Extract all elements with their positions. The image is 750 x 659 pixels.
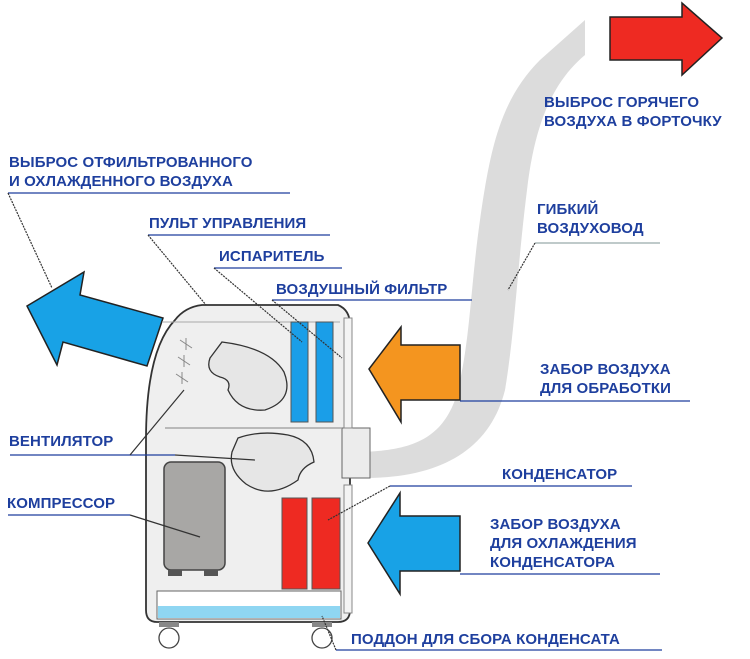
duct-connector (341, 427, 371, 479)
cool-exhaust-arrow (26, 270, 164, 368)
intake-condenser-arrow (367, 490, 461, 597)
label-intake-condenser: ЗАБОР ВОЗДУХА ДЛЯ ОХЛАЖДЕНИЯ КОНДЕНСАТОР… (490, 515, 637, 572)
condensate-water (158, 606, 340, 618)
intake-processing-arrow (368, 324, 461, 425)
lower-fan (230, 432, 315, 492)
label-intake-processing: ЗАБОР ВОЗДУХА ДЛЯ ОБРАБОТКИ (540, 360, 671, 398)
label-condensate-tray: ПОДДОН ДЛЯ СБОРА КОНДЕНСАТА (351, 631, 620, 648)
upper-fan (208, 341, 288, 411)
label-air-filter: ВОЗДУШНЫЙ ФИЛЬТР (276, 281, 448, 298)
label-compressor: КОМПРЕССОР (7, 495, 116, 512)
control-panel (175, 338, 193, 384)
hot-exhaust-arrow (609, 1, 724, 77)
label-line: ВОЗДУХА В ФОРТОЧКУ (544, 113, 722, 130)
label-line: ВЫБРОС ГОРЯЧЕГО (544, 94, 700, 111)
label-flexible-duct: ГИБКИЙ ВОЗДУХОВОД (537, 200, 644, 238)
label-control-panel: ПУЛЬТ УПРАВЛЕНИЯ (149, 215, 307, 232)
label-line: ВОЗДУХОВОД (537, 220, 644, 237)
wheel-right (311, 627, 333, 649)
label-line: ВЫБРОС ОТФИЛЬТРОВАННОГО (9, 154, 253, 171)
label-line: ЗАБОР ВОЗДУХА (490, 516, 621, 533)
label-line: КОНДЕНСАТОРА (490, 554, 615, 571)
evaporator-coil-2 (315, 321, 334, 423)
label-line: ДЛЯ ОХЛАЖДЕНИЯ (490, 535, 637, 552)
label-line: ДЛЯ ОБРАБОТКИ (540, 380, 671, 397)
compressor (163, 461, 226, 571)
wheel-left (158, 627, 180, 649)
label-cool-exhaust: ВЫБРОС ОТФИЛЬТРОВАННОГО И ОХЛАЖДЕННОГО В… (9, 153, 253, 191)
label-line: ЗАБОР ВОЗДУХА (540, 361, 671, 378)
evaporator-coil-1 (290, 321, 309, 423)
leader-lines (7, 192, 690, 651)
label-line: И ОХЛАЖДЕННОГО ВОЗДУХА (9, 173, 233, 190)
flexible-duct (352, 20, 585, 478)
condenser-coil-1 (281, 497, 308, 590)
label-fan: ВЕНТИЛЯТОР (9, 433, 114, 450)
label-hot-exhaust: ВЫБРОС ГОРЯЧЕГО ВОЗДУХА В ФОРТОЧКУ (544, 93, 722, 131)
label-condenser: КОНДЕНСАТОР (502, 466, 618, 483)
condenser-coil-2 (311, 497, 341, 590)
label-line: ГИБКИЙ (537, 201, 599, 218)
label-evaporator: ИСПАРИТЕЛЬ (219, 248, 325, 265)
